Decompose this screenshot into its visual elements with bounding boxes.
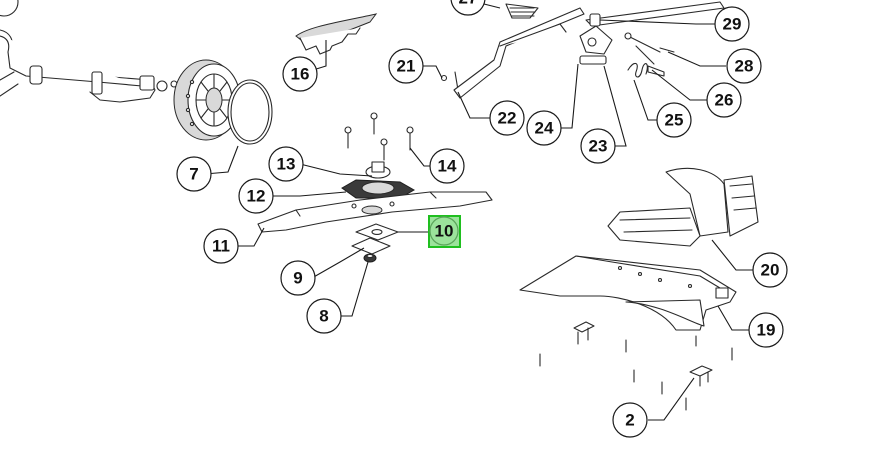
blade-bolt [363, 253, 377, 263]
callout-19[interactable]: 19 [748, 312, 784, 348]
svg-text:28: 28 [735, 57, 754, 76]
svg-text:26: 26 [715, 91, 734, 110]
svg-text:10: 10 [435, 222, 454, 241]
rear-flap [295, 13, 378, 55]
grass-catcher [607, 167, 759, 247]
svg-text:25: 25 [665, 111, 684, 130]
spacer [351, 237, 391, 255]
svg-text:13: 13 [277, 155, 296, 174]
deck-bottom-screws [539, 321, 733, 411]
leader-lines [204, 3, 754, 421]
callout-16[interactable]: 16 [282, 56, 318, 92]
washer [355, 223, 399, 241]
torsion-spring [627, 62, 648, 78]
callout-22[interactable]: 22 [489, 100, 525, 136]
svg-text:12: 12 [247, 187, 266, 206]
svg-text:29: 29 [723, 15, 742, 34]
callout-20[interactable]: 20 [752, 252, 788, 288]
callout-26[interactable]: 25 [656, 102, 692, 138]
callout-29[interactable]: 29 [714, 6, 750, 42]
callout-25[interactable]: 24 [526, 110, 562, 146]
deck-screws [344, 112, 414, 161]
blade-holder [341, 179, 416, 199]
svg-text:8: 8 [319, 307, 328, 326]
callout-9[interactable]: 9 [280, 260, 316, 296]
height-lever [585, 1, 725, 27]
spring [505, 3, 539, 19]
svg-text:9: 9 [293, 269, 302, 288]
blade-adapter [365, 161, 391, 179]
svg-text:16: 16 [291, 65, 310, 84]
callout-24[interactable]: 23 [580, 128, 616, 164]
svg-text:27: 27 [459, 0, 478, 8]
callout-23[interactable]: 27 [450, 0, 486, 16]
pin-rod [624, 32, 675, 77]
svg-text:22: 22 [498, 109, 517, 128]
svg-text:7: 7 [189, 165, 198, 184]
axle-bracket [440, 7, 585, 99]
callout-13[interactable]: 13 [268, 146, 304, 182]
callout-27[interactable]: 26 [706, 82, 742, 118]
callout-8[interactable]: 8 [306, 298, 342, 334]
svg-text:20: 20 [761, 261, 780, 280]
callout-2[interactable]: 2 [612, 402, 648, 438]
callout-11[interactable]: 11 [203, 228, 239, 264]
callout-14[interactable]: 14 [429, 148, 465, 184]
svg-text:19: 19 [757, 321, 776, 340]
callout-28[interactable]: 28 [726, 48, 762, 84]
svg-text:21: 21 [397, 57, 416, 76]
callout-10[interactable]: 10 [428, 215, 461, 248]
svg-text:14: 14 [438, 157, 457, 176]
callout-7[interactable]: 7 [176, 156, 212, 192]
blade [257, 191, 493, 233]
svg-text:23: 23 [589, 137, 608, 156]
callout-21[interactable]: 21 [388, 48, 424, 84]
svg-text:2: 2 [625, 411, 634, 430]
callouts: 27 29 28 26 25 24 23 22 [176, 0, 788, 438]
mower-deck [519, 255, 737, 331]
svg-text:24: 24 [535, 119, 554, 138]
callout-12[interactable]: 12 [238, 178, 274, 214]
svg-text:11: 11 [212, 237, 230, 256]
handle-bar [0, 0, 178, 103]
adjuster-block [579, 25, 613, 65]
